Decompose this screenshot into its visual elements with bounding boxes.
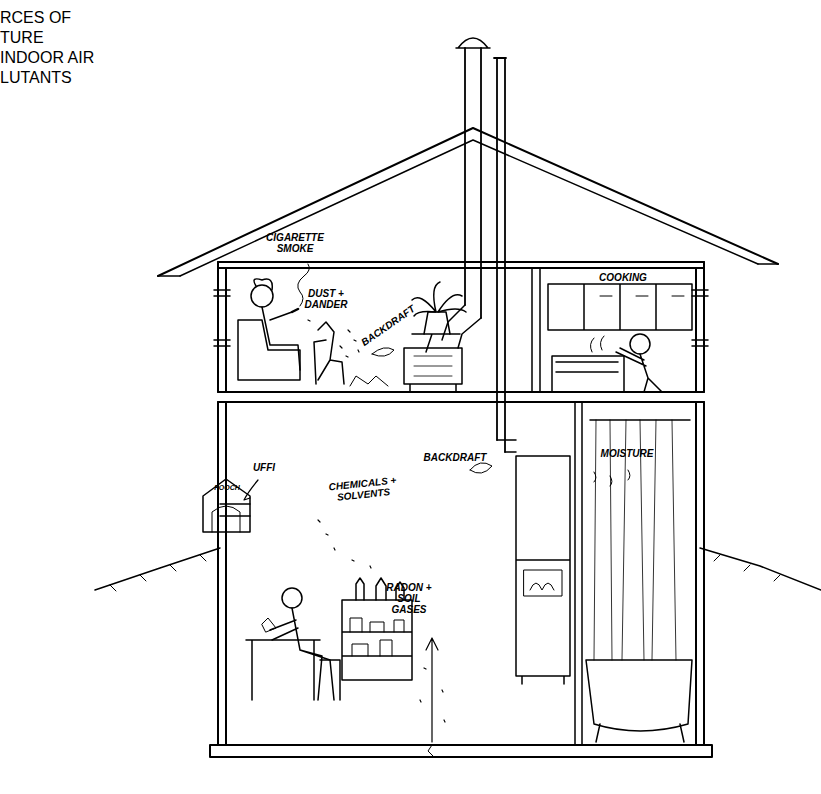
diagram-title: RCES OF TURE INDOOR AIR LUTANTS — [0, 8, 100, 88]
partition — [575, 402, 582, 745]
cook-head — [630, 334, 650, 354]
bathtub — [586, 660, 692, 742]
stove-pipe-elbow — [442, 305, 481, 348]
pollutant-label: COOKING — [586, 272, 660, 283]
pollutant-label: DUST + DANDER — [300, 288, 352, 310]
cans — [350, 618, 404, 656]
backdraft-puff — [470, 463, 492, 473]
eave — [158, 264, 778, 276]
burner-flame — [524, 570, 562, 596]
backdraft-puff — [372, 348, 394, 357]
fume-dots — [318, 520, 371, 568]
foundation-wall — [218, 402, 704, 745]
pollutant-label: CIGARETTE SMOKE — [258, 232, 332, 254]
dog — [314, 322, 344, 384]
hobbyist-head — [282, 588, 302, 608]
steam — [590, 336, 604, 352]
pollutant-label: RADON + SOIL GASES — [386, 582, 432, 615]
wood-stove — [404, 348, 462, 392]
cigarette — [292, 309, 298, 312]
chimney-cap — [456, 38, 490, 48]
stove-grate — [414, 356, 452, 376]
armchair — [238, 320, 300, 380]
fence — [220, 504, 250, 516]
pollutant-label: MOISTURE — [590, 448, 664, 459]
pollutant-label: POOCH — [207, 484, 247, 492]
pollutant-label: BACKDRAFT — [418, 452, 492, 463]
ground-hatch — [110, 555, 780, 591]
basement-slab — [210, 745, 712, 757]
pollutant-label: CHEMICALS + SOLVENTS — [321, 474, 405, 504]
cabinet-handle — [600, 296, 684, 297]
stove-pipe — [465, 48, 481, 318]
ceiling — [218, 262, 704, 268]
slab-crack — [428, 745, 434, 757]
moisture-drops — [594, 470, 630, 486]
upper-cabinets — [548, 284, 692, 330]
cook-body — [616, 348, 662, 392]
pollutant-label: UFFI — [244, 462, 284, 473]
ground-line — [700, 548, 821, 590]
person-hair — [254, 279, 272, 290]
ground-line — [95, 548, 220, 590]
rug — [350, 376, 388, 386]
chair — [320, 660, 340, 700]
person-body — [262, 307, 300, 370]
furnace — [516, 456, 570, 684]
flue-pipe — [494, 58, 506, 452]
dust-particles — [308, 320, 359, 357]
roof-inner — [180, 140, 758, 276]
hobbyist-body — [270, 608, 334, 700]
roof — [158, 128, 778, 276]
person-head — [251, 285, 273, 307]
stove — [552, 356, 624, 392]
wall — [218, 262, 704, 392]
uffi-arrow — [244, 480, 258, 500]
flue-pipe-elbow — [497, 440, 516, 452]
plant-leaves — [412, 282, 466, 316]
shelf — [412, 334, 460, 352]
radon-arrow — [426, 638, 438, 742]
pollutant-label: BACKDRAFT — [355, 300, 420, 350]
plant-pot — [424, 312, 450, 334]
partition — [532, 268, 540, 392]
work-piece — [262, 618, 276, 632]
floor — [218, 392, 704, 402]
desk — [246, 640, 320, 700]
gas-dots — [420, 668, 445, 722]
